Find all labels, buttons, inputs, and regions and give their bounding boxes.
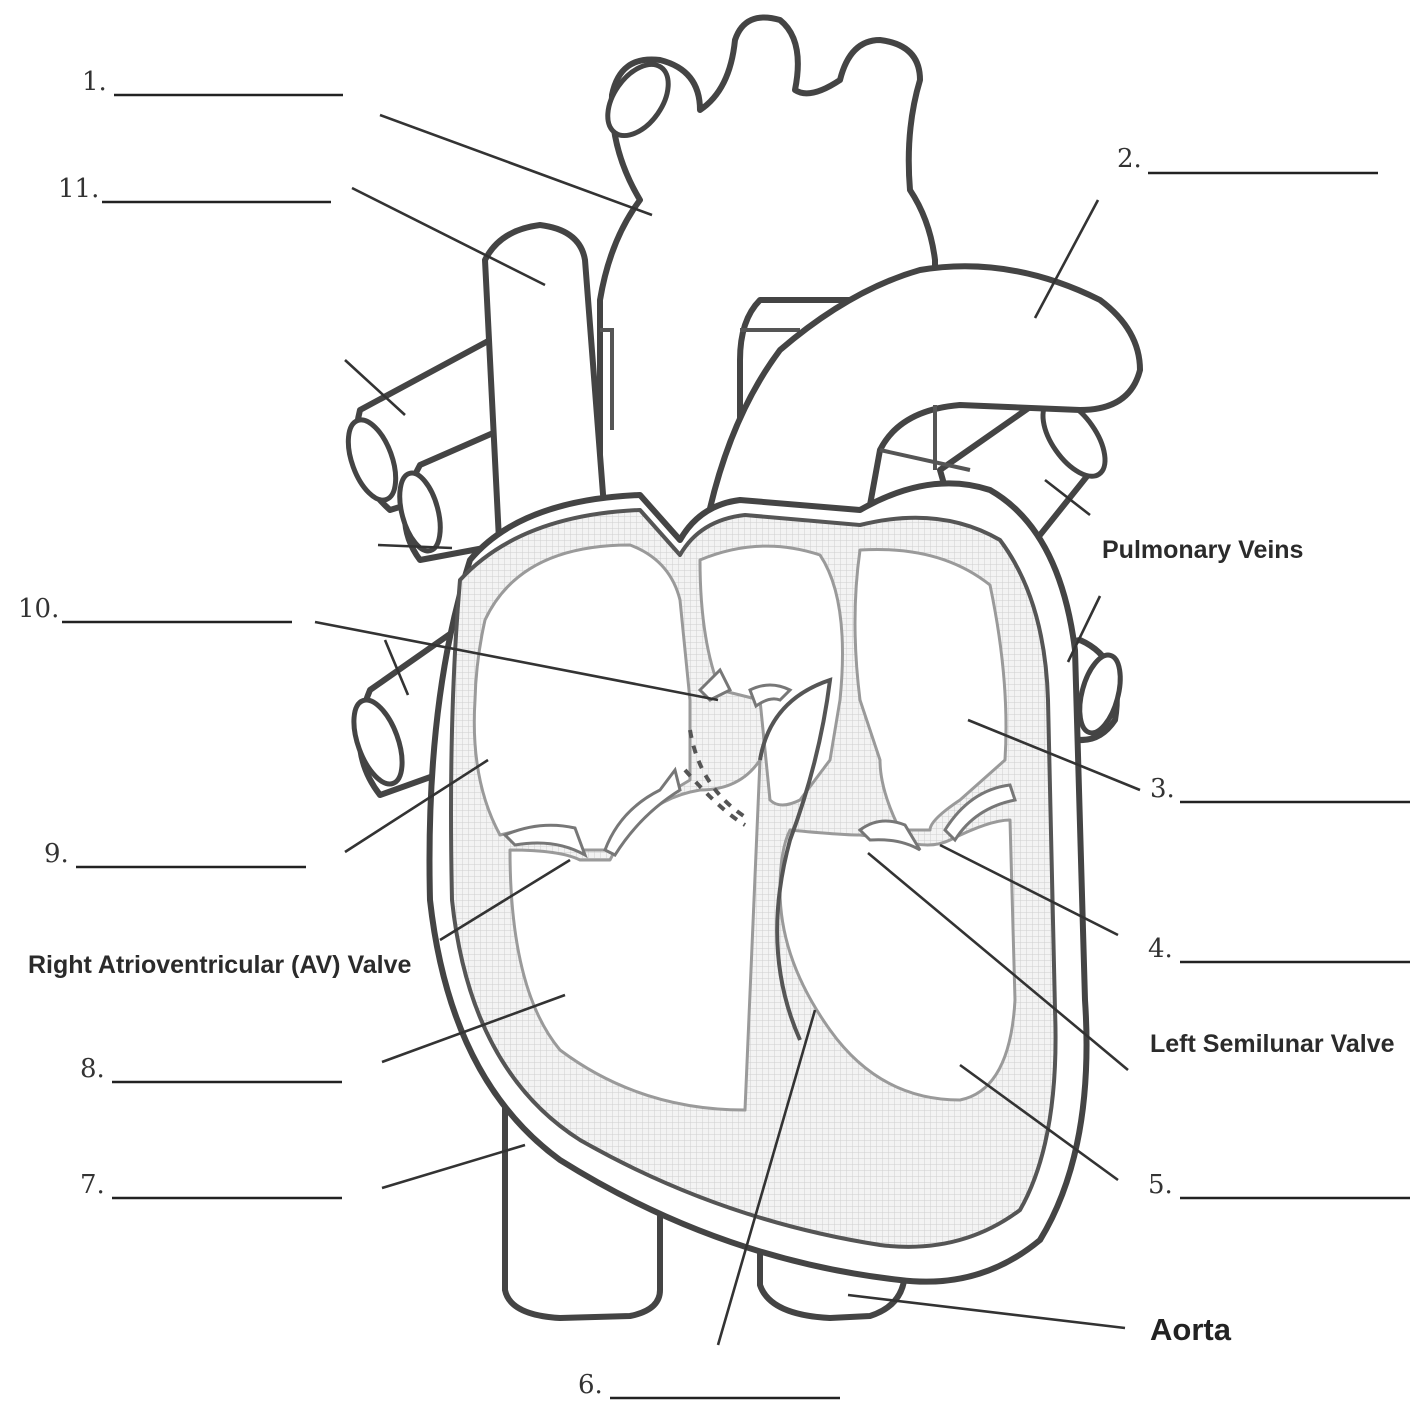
blank-number: 1. [82, 67, 107, 97]
blank-1: 1. [82, 67, 343, 97]
blank-4: 4. [1148, 934, 1410, 964]
blank-number: 7. [80, 1170, 105, 1200]
label-left-semilunar-valve: Left Semilunar Valve [1150, 1030, 1395, 1058]
label-aorta: Aorta [1150, 1312, 1232, 1347]
label-pulmonary-veins: Pulmonary Veins [1102, 536, 1303, 564]
blank-number: 3. [1150, 774, 1175, 804]
blank-number: 2. [1117, 144, 1142, 174]
leader-aorta [848, 1295, 1125, 1328]
blank-number: 10. [18, 594, 59, 624]
blank-number: 8. [80, 1054, 105, 1084]
blank-5: 5. [1148, 1170, 1410, 1200]
blank-6: 6. [578, 1370, 840, 1400]
blank-number: 11. [58, 174, 99, 204]
blank-11: 11. [58, 174, 331, 204]
blank-7: 7. [80, 1170, 342, 1200]
blank-10: 10. [18, 594, 292, 624]
blank-3: 3. [1150, 774, 1410, 804]
blank-number: 6. [578, 1370, 603, 1400]
blank-number: 5. [1148, 1170, 1173, 1200]
blank-9: 9. [44, 839, 306, 869]
label-right-av-valve: Right Atrioventricular (AV) Valve [28, 951, 412, 979]
blank-number: 9. [44, 839, 69, 869]
blank-number: 4. [1148, 934, 1173, 964]
blank-2: 2. [1117, 144, 1378, 174]
blank-8: 8. [80, 1054, 342, 1084]
